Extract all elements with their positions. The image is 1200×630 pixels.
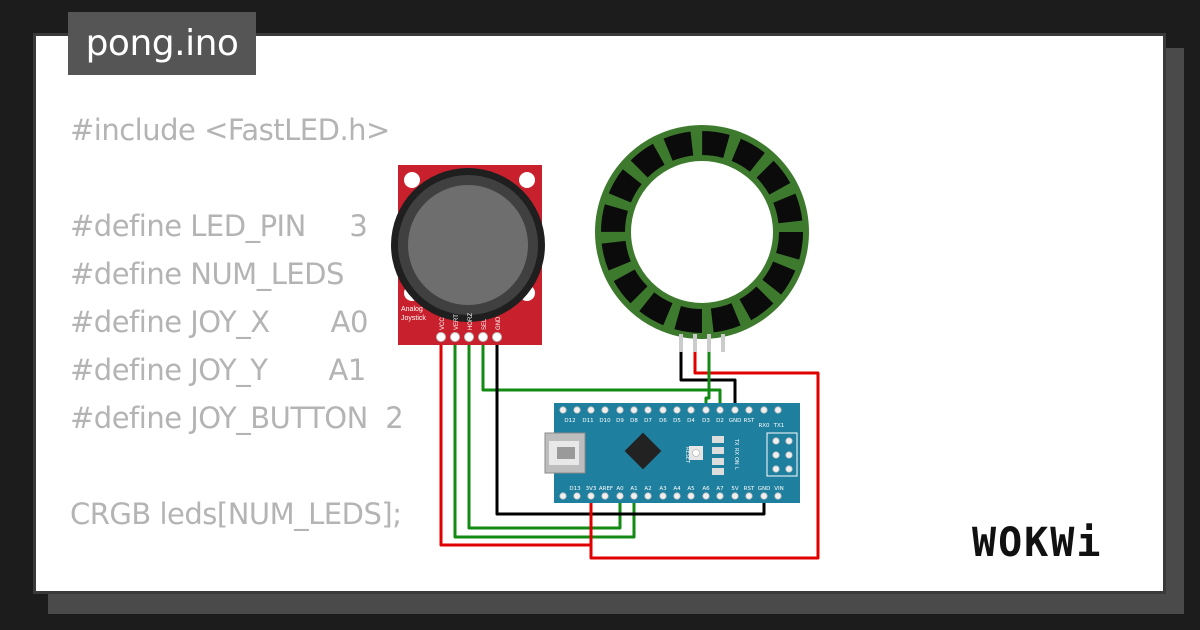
code-preview-panel: #include <FastLED.h> #define LED_PIN 3 #… bbox=[33, 33, 1166, 594]
joystick-label: Joystick bbox=[401, 315, 426, 322]
wires bbox=[439, 338, 820, 560]
nano-bottom-pins bbox=[559, 492, 782, 500]
joystick-knob[interactable] bbox=[408, 185, 528, 305]
status-leds bbox=[712, 436, 724, 475]
nano-pin-label: D8 bbox=[630, 418, 638, 424]
nano-pin-label: D2 bbox=[716, 418, 724, 424]
led-label: TX bbox=[733, 438, 739, 446]
nano-pin-label: D12 bbox=[564, 418, 575, 424]
ring-leds bbox=[601, 131, 803, 333]
ring-pin bbox=[721, 334, 725, 352]
led-label: ON bbox=[733, 457, 739, 465]
neopixel-ring[interactable] bbox=[595, 125, 809, 352]
analog-joystick[interactable]: Analog Joystick VCC VERT HORZ SEL GND bbox=[391, 165, 545, 345]
nano-pin-label: RST bbox=[744, 418, 755, 424]
joystick-pin[interactable] bbox=[464, 332, 474, 342]
nano-pin-label: A7 bbox=[716, 486, 724, 492]
pin-label: SEL bbox=[482, 318, 488, 330]
nano-pin-label: D6 bbox=[659, 418, 667, 424]
nano-pin-label: D13 bbox=[569, 486, 581, 492]
nano-pin-label: A4 bbox=[673, 486, 681, 492]
nano-pin-label: A6 bbox=[702, 486, 710, 492]
ring-pin bbox=[693, 334, 697, 352]
nano-pin-label: D9 bbox=[616, 418, 624, 424]
led-label: L bbox=[733, 467, 739, 470]
pin-label: VCC bbox=[440, 317, 446, 330]
ring-pin bbox=[679, 334, 683, 352]
nano-pin-label: GND bbox=[758, 486, 771, 492]
file-name-tab: pong.ino bbox=[68, 12, 256, 75]
nano-pin-label: GND bbox=[729, 418, 742, 424]
nano-pin-label: 5V bbox=[731, 486, 738, 492]
nano-pin-label: 3V3 bbox=[586, 486, 597, 492]
nano-pin-label: D5 bbox=[673, 418, 681, 424]
code-line: #define NUM_LEDS bbox=[70, 257, 344, 291]
nano-pin-label: RX0 bbox=[758, 423, 770, 429]
nano-pin-label: A1 bbox=[630, 486, 637, 492]
led-label: RX bbox=[733, 448, 739, 455]
pin-label: HORZ bbox=[468, 313, 474, 330]
nano-pin-label: RST bbox=[744, 486, 755, 492]
joystick-pin[interactable] bbox=[492, 332, 502, 342]
wokwi-logo: WOKWi bbox=[972, 520, 1103, 566]
reset-button-cap bbox=[692, 449, 700, 457]
mount-hole bbox=[404, 172, 420, 188]
nano-top-pins bbox=[559, 406, 782, 414]
nano-pin-label: A0 bbox=[616, 486, 624, 492]
nano-pin-label: VIN bbox=[774, 486, 784, 492]
code-line: #define JOY_Y A1 bbox=[70, 353, 366, 387]
nano-board bbox=[554, 403, 800, 503]
nano-pin-label: A5 bbox=[687, 486, 695, 492]
code-line: CRGB leds[NUM_LEDS]; bbox=[70, 497, 402, 531]
nano-pin-label: AREF bbox=[599, 486, 613, 492]
ring-board bbox=[595, 125, 809, 339]
ring-pin bbox=[707, 334, 711, 352]
nano-pin-label: A3 bbox=[659, 486, 667, 492]
code-line: #include <FastLED.h> bbox=[70, 113, 390, 147]
code-block: #include <FastLED.h> #define LED_PIN 3 #… bbox=[70, 106, 404, 591]
usb-connector bbox=[544, 432, 586, 474]
joystick-pin[interactable] bbox=[478, 332, 488, 342]
joystick-pin[interactable] bbox=[450, 332, 460, 342]
joystick-label: Analog bbox=[401, 306, 423, 313]
nano-pin-label: D7 bbox=[644, 418, 652, 424]
icsp-header bbox=[766, 432, 798, 477]
nano-pin-label: A2 bbox=[644, 486, 651, 492]
pin-label: VERT bbox=[454, 314, 460, 330]
nano-pin-label: D11 bbox=[582, 418, 593, 424]
arduino-nano[interactable]: D12 D11 D10 D9 D8 D7 D6 D5 D4 D3 D2 GND … bbox=[544, 403, 800, 503]
mount-hole bbox=[519, 172, 535, 188]
mcu-chip bbox=[624, 432, 662, 470]
wire-red-ring bbox=[589, 352, 820, 560]
joystick-pin[interactable] bbox=[436, 332, 446, 342]
nano-pin-label: TX1 bbox=[773, 423, 785, 429]
pin-label: GND bbox=[496, 316, 502, 330]
nano-pin-label: D4 bbox=[687, 418, 695, 424]
reset-label: RESET bbox=[684, 447, 690, 464]
code-line: #define JOY_BUTTON 2 bbox=[70, 401, 404, 435]
wire-green-sel bbox=[481, 338, 722, 409]
wire-green-horz bbox=[467, 338, 622, 530]
nano-pin-label: D3 bbox=[702, 418, 710, 424]
code-line: #define LED_PIN 3 bbox=[70, 209, 368, 243]
nano-pin-label: D10 bbox=[599, 418, 611, 424]
code-line: #define JOY_X A0 bbox=[70, 305, 368, 339]
